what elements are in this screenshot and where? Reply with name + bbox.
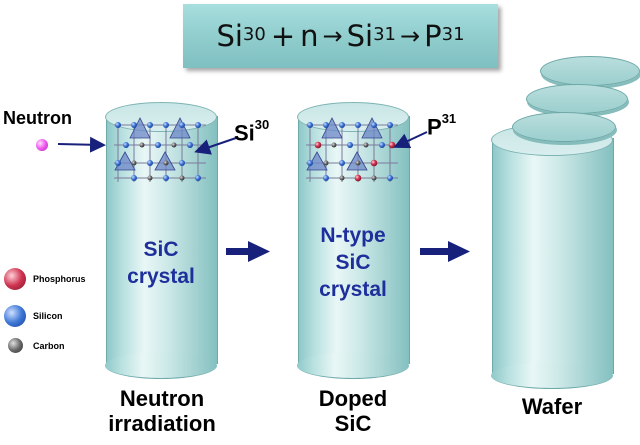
carbon-legend-ball [8,338,23,353]
p31-label: P31 [427,111,457,140]
eq-p-mass: 31 [441,23,465,45]
wafer-disc-bottom [512,112,616,142]
eq-arrow-2: → [400,22,421,50]
caption-neutron-irradiation: Neutron irradiation [108,386,216,436]
sic-lattice [114,117,206,182]
eq-si-mass: 30 [242,23,266,45]
process-arrow-1 [226,241,270,262]
eq-si31: Si [346,19,374,53]
caption-doped-sic: Doped SiC [318,386,388,436]
phosphorus-atoms [314,141,396,182]
phosphorus-legend-ball [4,268,26,290]
eq-n: n [300,19,319,53]
legend-label-phosphorus: Phosphorus [33,274,86,284]
silicon-atoms [115,122,201,181]
si30-label: Si30 [234,117,270,146]
caption-wafer: Wafer [521,394,583,419]
carbon-atoms [323,142,377,181]
doped-sic-lattice [306,117,398,182]
process-arrow-2 [420,241,470,262]
wafer-disc-middle [526,84,628,114]
eq-si: Si [216,19,243,53]
neutron-arrow [57,136,106,153]
legend-label-carbon: Carbon [33,341,65,351]
legend-label-silicon: Silicon [33,311,63,321]
eq-arrow-1: → [322,22,343,50]
eq-plus: + [270,19,296,53]
si-pointer-arrow [194,137,237,155]
p-pointer-arrow [393,131,428,149]
neutron-particle [36,139,48,151]
wafer-ingot-cylinder [491,120,614,390]
sic-crystal-label: SiC crystal [127,238,195,288]
silicon-legend-ball [4,305,26,327]
n-type-sic-label: N-type SiC crystal [319,224,387,301]
eq-p: P [424,19,442,53]
carbon-atoms [131,142,185,181]
wafer-disc-top [540,56,640,86]
neutron-label: Neutron [3,108,72,128]
eq-si31-mass: 31 [373,23,397,45]
silicon-atoms [307,122,393,181]
